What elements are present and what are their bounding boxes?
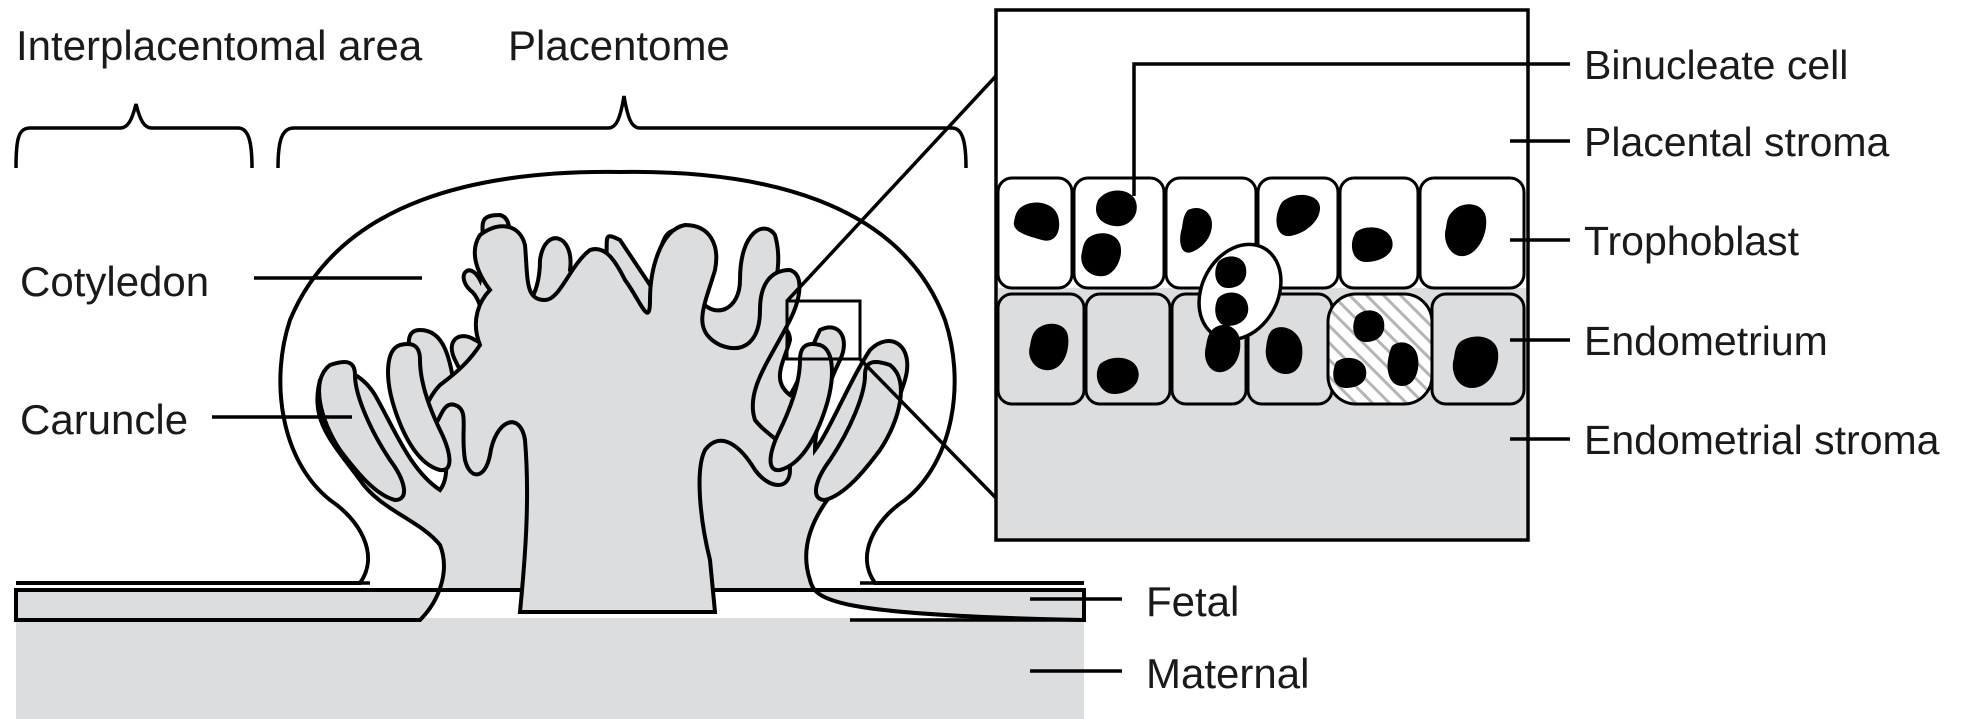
maternal-layer bbox=[16, 618, 1084, 719]
interplacentomal-brace bbox=[16, 104, 252, 168]
label-endometrial-stroma: Endometrial stroma bbox=[1584, 417, 1940, 463]
nucleus bbox=[1096, 190, 1137, 226]
placentome-illustration bbox=[16, 172, 1084, 719]
cell-inset bbox=[996, 10, 1570, 540]
placentome-brace bbox=[278, 96, 966, 168]
nucleus bbox=[1388, 342, 1419, 386]
label-cotyledon: Cotyledon bbox=[20, 258, 209, 305]
label-maternal: Maternal bbox=[1146, 650, 1309, 697]
label-fetal: Fetal bbox=[1146, 578, 1239, 625]
label-placental-stroma: Placental stroma bbox=[1584, 119, 1890, 165]
label-placentome: Placentome bbox=[508, 22, 730, 69]
label-trophoblast: Trophoblast bbox=[1584, 218, 1800, 264]
label-caruncle: Caruncle bbox=[20, 396, 188, 443]
top-braces bbox=[16, 96, 966, 168]
label-interplacentomal-area: Interplacentomal area bbox=[16, 22, 423, 69]
label-endometrium: Endometrium bbox=[1584, 318, 1828, 364]
label-binucleate-cell: Binucleate cell bbox=[1584, 42, 1848, 88]
